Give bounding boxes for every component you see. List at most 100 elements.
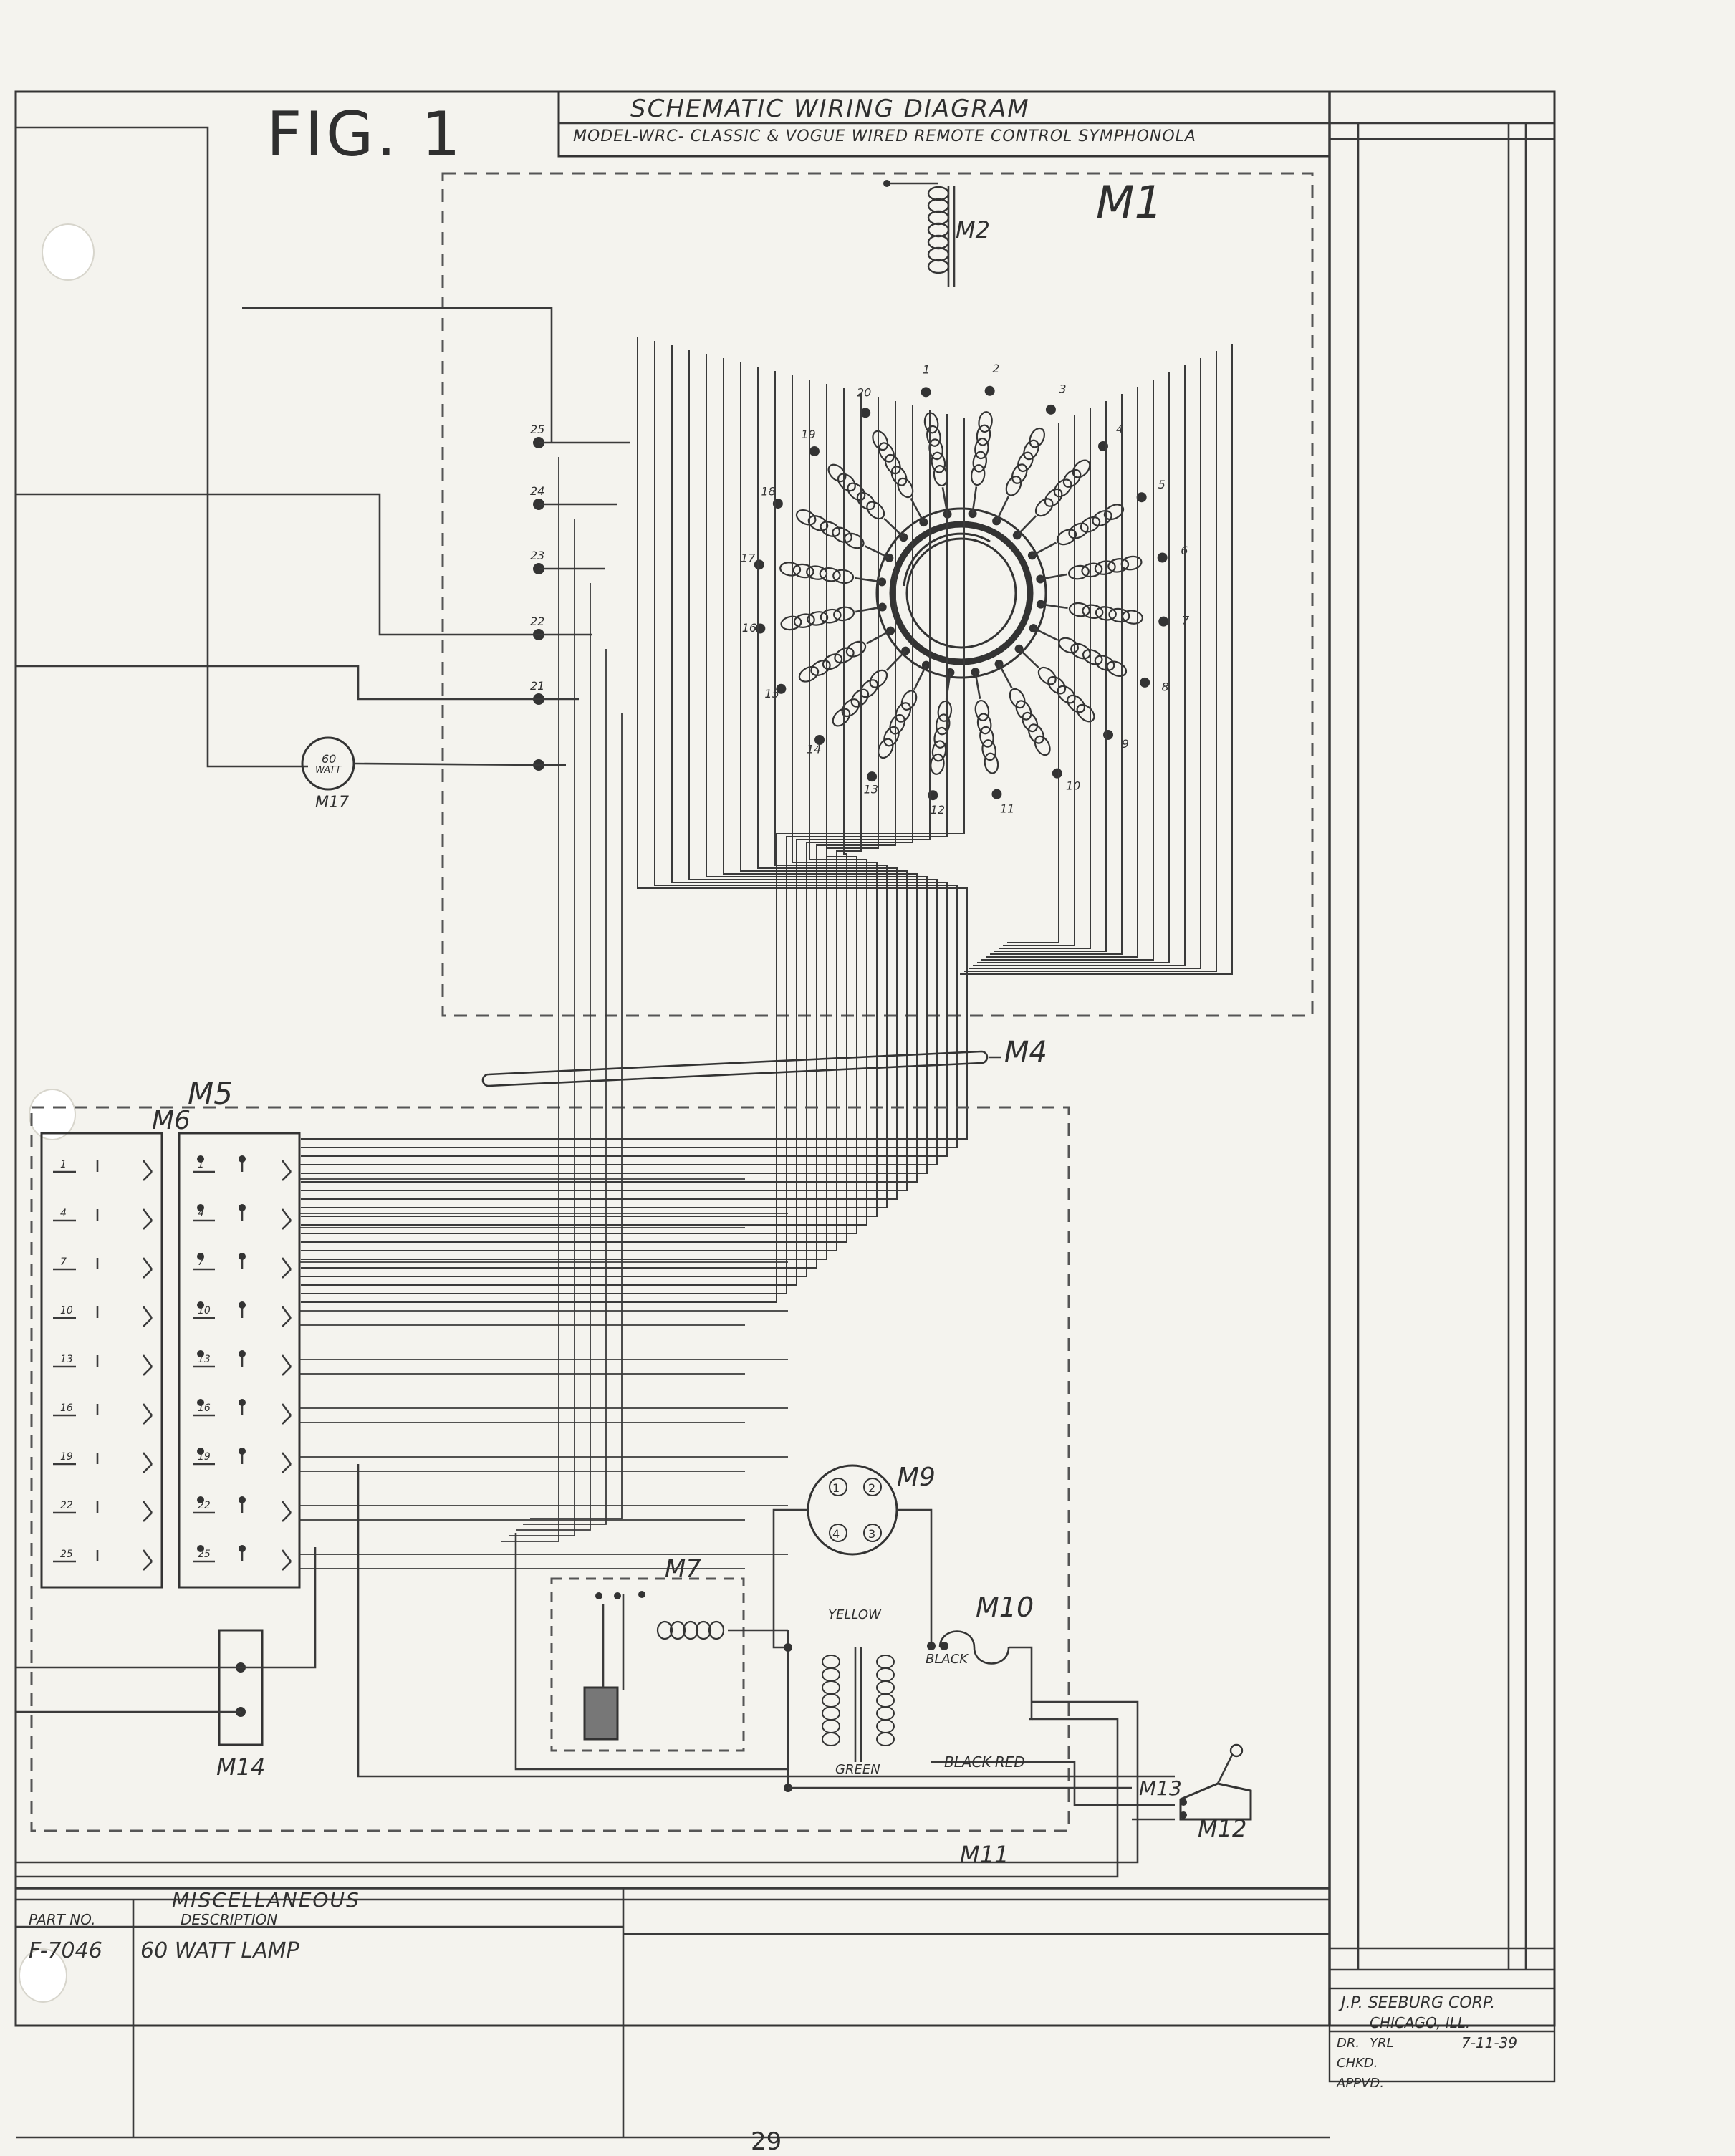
selector-coil-lead (1040, 573, 1067, 580)
selector-coil-turn (1121, 610, 1143, 625)
terminal-drop-wire (523, 649, 607, 1525)
selector-coil-turn (1022, 711, 1039, 733)
selector-coil-turn (884, 453, 901, 475)
coil-number-label: 1 (923, 363, 930, 377)
transformer-secondary-turn (876, 1693, 895, 1708)
selector-coil-turn (1058, 637, 1079, 654)
m2-coil-turn (927, 222, 950, 238)
selector-coil-turn (798, 665, 820, 683)
selector-coil-turn (872, 430, 889, 451)
selector-bundle-wire (301, 405, 913, 1277)
selector-coil-lead (974, 672, 981, 699)
figure-label: FIG. 1 (266, 99, 463, 170)
wire-label-green: GREEN (835, 1762, 880, 1777)
lamp-return-wire (353, 762, 539, 766)
selector-coil-turn (1072, 459, 1091, 478)
right-bundle-wire (999, 408, 1091, 949)
switch-blade-2 (143, 1463, 153, 1473)
selector-coil-turn (807, 611, 829, 626)
label-m1: M1 (1096, 176, 1163, 228)
switch-label-left: 4 (60, 1208, 67, 1219)
selector-coil-terminal (867, 771, 878, 782)
switch-blade-2 (282, 1269, 292, 1279)
switch-dot (197, 1155, 204, 1163)
terminal-label-24: 24 (530, 484, 545, 498)
m12-switch-body (1179, 1782, 1252, 1821)
switch-blade-2 (282, 1366, 292, 1376)
selector-coil-turn (833, 606, 855, 622)
selector-coil-terminal (1045, 404, 1056, 415)
label-m10: M10 (976, 1592, 1034, 1623)
transformer-secondary-turn (876, 1680, 895, 1695)
switch-blade-2 (282, 1463, 292, 1473)
m11-wire-2 (16, 1718, 1119, 1878)
terminal-label-22: 22 (530, 615, 545, 628)
commutator-hub (905, 537, 1017, 649)
selector-coil-turn (793, 613, 815, 628)
switch-blade (142, 1306, 153, 1319)
right-bundle-wire (973, 365, 1186, 966)
field-wire-a (16, 493, 539, 636)
selector-coil-turn (890, 466, 908, 486)
selector-coil-turn (933, 465, 948, 487)
switch-label-left: 25 (60, 1549, 73, 1560)
m2-coil-turn (927, 210, 950, 226)
selector-bundle-wire (301, 345, 948, 1157)
switch-blade-2 (282, 1317, 292, 1327)
m12-lever (1216, 1754, 1234, 1784)
switch-blade (281, 1160, 292, 1173)
selector-coil-lead (1018, 648, 1039, 669)
selector-coil-terminal (755, 623, 766, 634)
selector-coil-turn (866, 501, 885, 520)
switch-label-right: 13 (198, 1354, 211, 1365)
m9-pin-2: 2 (868, 1481, 876, 1495)
switch-dot (197, 1253, 204, 1260)
right-bundle-wire (981, 380, 1154, 961)
switch-dot (197, 1545, 204, 1552)
m10-terminal (927, 1642, 936, 1650)
selector-coil-turn (976, 424, 991, 446)
label-m17: M17 (315, 794, 349, 812)
selector-coil-turn (1067, 694, 1086, 713)
selector-coil-turn (1094, 560, 1116, 575)
switch-blade-2 (282, 1415, 292, 1425)
switch-dot (197, 1301, 204, 1309)
selector-coil-terminal (1157, 552, 1168, 563)
selector-coil-terminal (809, 446, 820, 457)
selector-bundle-wire (301, 358, 918, 1183)
transformer-primary-turn (822, 1719, 840, 1733)
transformer-primary-turn (822, 1667, 840, 1682)
terminal-drop-wire (516, 583, 591, 1531)
terminal-label-23: 23 (530, 549, 545, 562)
selector-coil-lead (855, 577, 883, 583)
selector-coil-turn (974, 438, 989, 460)
switch-blade-2 (143, 1415, 153, 1425)
selector-coil-turn (850, 688, 870, 708)
switch-dot (239, 1301, 246, 1309)
label-m12: M12 (1198, 1815, 1247, 1842)
selector-coil-turn (877, 738, 894, 759)
switch-label-left: 19 (60, 1451, 73, 1463)
m14-wire-3 (241, 1547, 317, 1669)
selector-coil-turn (979, 726, 994, 748)
m6-left-bank (40, 1132, 163, 1589)
transformer-secondary-turn (876, 1655, 895, 1669)
binder-hole-middle (29, 1089, 76, 1140)
transformer-primary-turn (822, 1655, 840, 1669)
selector-coil-turn (974, 699, 990, 721)
switch-blade-2 (143, 1269, 153, 1279)
binder-hole-top (42, 223, 95, 281)
lamp-unit: WATT (315, 765, 342, 776)
title-block-drawn-by: YRL (1370, 2036, 1394, 2051)
switch-label-left: 22 (60, 1500, 73, 1511)
selector-coil-turn (937, 700, 953, 722)
switch-label-left: 16 (60, 1402, 73, 1414)
m1-enclosure (441, 172, 1314, 1017)
switch-blade (281, 1501, 292, 1513)
switch-blade-2 (143, 1317, 153, 1327)
selector-coil-turn (1082, 649, 1103, 665)
selector-coil-turn (856, 491, 875, 511)
m13-wire (931, 1761, 1175, 1806)
label-m14: M14 (216, 1753, 266, 1781)
